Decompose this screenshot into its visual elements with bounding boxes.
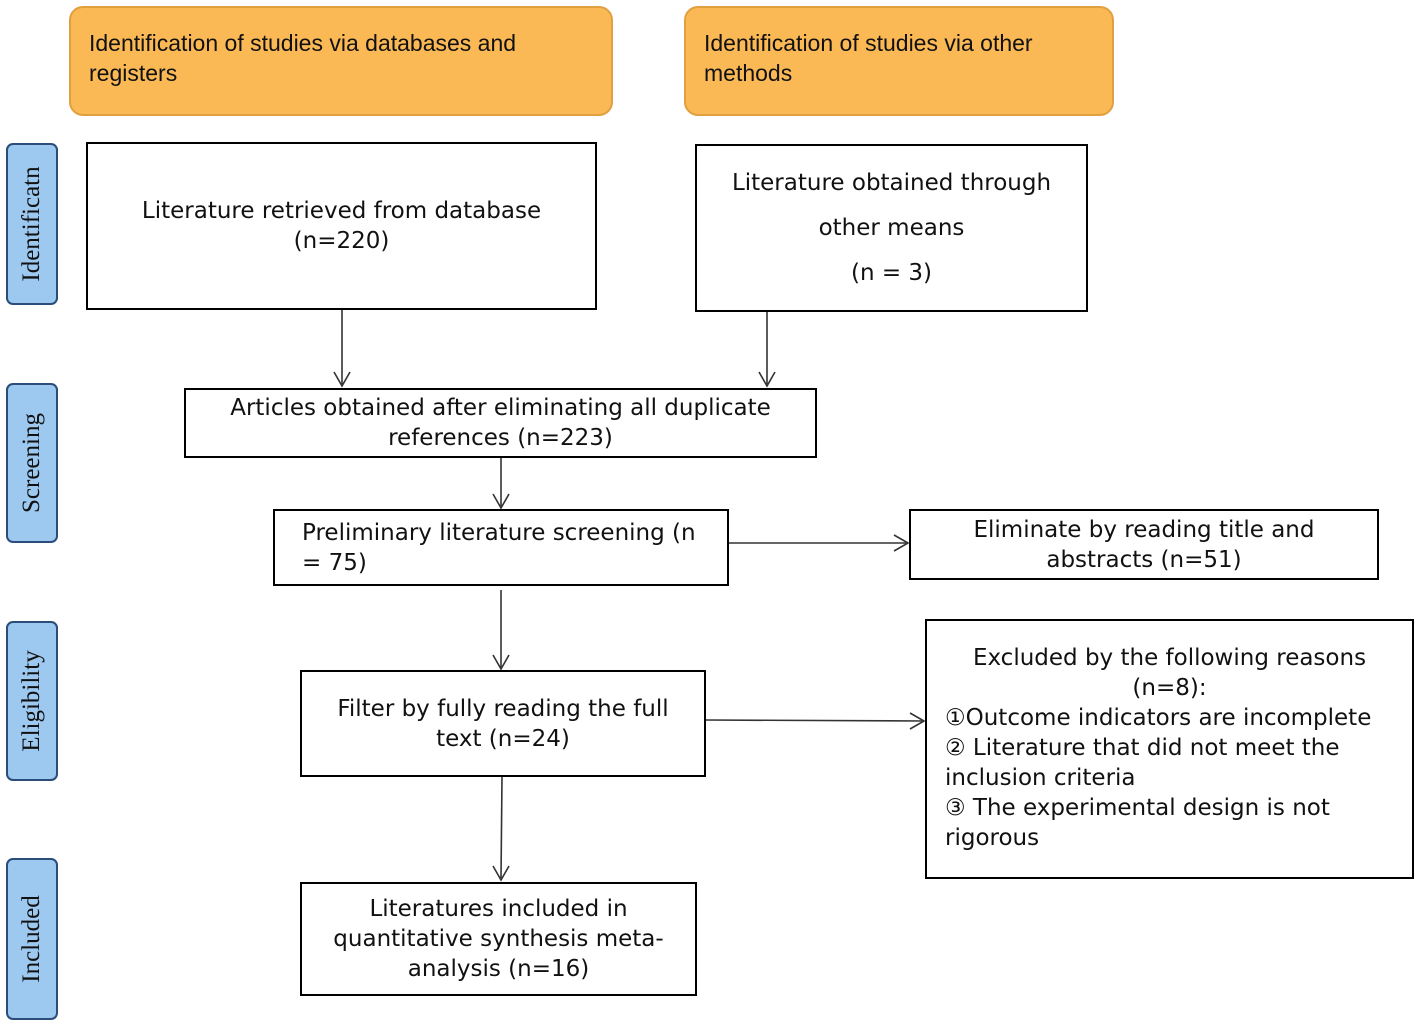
excluded-reason3b: rigorous [945,825,1040,851]
arrow-fulltext-to-included [500,776,503,879]
eliminate-line2: abstracts (n=51) [1046,546,1242,573]
header-other-text: Identification of studies via other meth… [704,30,1033,86]
excluded-title1: Excluded by the following reasons [972,645,1367,671]
dedup-line2: references (n=223) [388,425,613,451]
arrowhead-fulltext-to-excluded [909,712,926,730]
stage-identification: Identificatn [6,143,58,305]
box-full-text-review: Filter by fully reading the full text (n… [300,670,706,777]
box-excluded-reasons: Excluded by the following reasons (n=8):… [925,619,1414,879]
database-line2: (n=220) [293,228,390,254]
box-included-studies: Literatures included in quantitative syn… [300,882,697,996]
arrowhead-other-to-dedup [758,371,776,388]
excluded-reason3a: ③ The experimental design is not [945,795,1330,821]
stage-eligibility: Eligibility [6,621,58,781]
other-line2: other means [818,214,965,241]
box-eliminated-title-abstract: Eliminate by reading title and abstracts… [909,509,1379,580]
box-other-records: Literature obtained through other means … [695,144,1088,312]
arrowhead-fulltext-to-included [492,865,510,882]
other-line1: Literature obtained through [731,169,1052,196]
arrowhead-dedup-to-prelim [492,493,510,510]
prelim-line2: = 75) [302,549,367,576]
excluded-reason2a: ② Literature that did not meet the [945,735,1340,761]
included-line3: analysis (n=16) [407,956,590,982]
box-preliminary-screening: Preliminary literature screening (n = 75… [273,509,729,586]
prelim-line1: Preliminary literature screening (n [302,519,696,546]
box-database-records: Literature retrieved from database (n=22… [86,142,597,310]
header-databases: Identification of studies via databases … [69,6,613,116]
arrow-fulltext-to-excluded [705,719,923,722]
excluded-reason2b: inclusion criteria [945,765,1136,791]
arrowhead-database-to-dedup [333,371,351,388]
header-databases-text: Identification of studies via databases … [89,30,517,86]
fulltext-line1: Filter by fully reading the full [337,695,669,722]
included-line1: Literatures included in [369,896,628,922]
other-line3: (n = 3) [850,259,933,286]
arrowhead-prelim-to-fulltext [492,654,510,671]
included-line2: quantitative synthesis meta- [333,926,664,952]
eliminate-line1: Eliminate by reading title and [973,516,1315,543]
dedup-line1: Articles obtained after eliminating all … [230,395,771,421]
database-line1: Literature retrieved from database [141,198,542,224]
box-deduplicated: Articles obtained after eliminating all … [184,388,817,458]
fulltext-line2: text (n=24) [436,725,570,752]
excluded-title2: (n=8): [1132,675,1207,701]
stage-screening: Screening [6,383,58,543]
header-other-methods: Identification of studies via other meth… [684,6,1114,116]
arrowhead-prelim-to-eliminate [893,534,910,552]
stage-included: Included [6,858,58,1020]
excluded-reason1: ①Outcome indicators are incomplete [945,705,1372,731]
